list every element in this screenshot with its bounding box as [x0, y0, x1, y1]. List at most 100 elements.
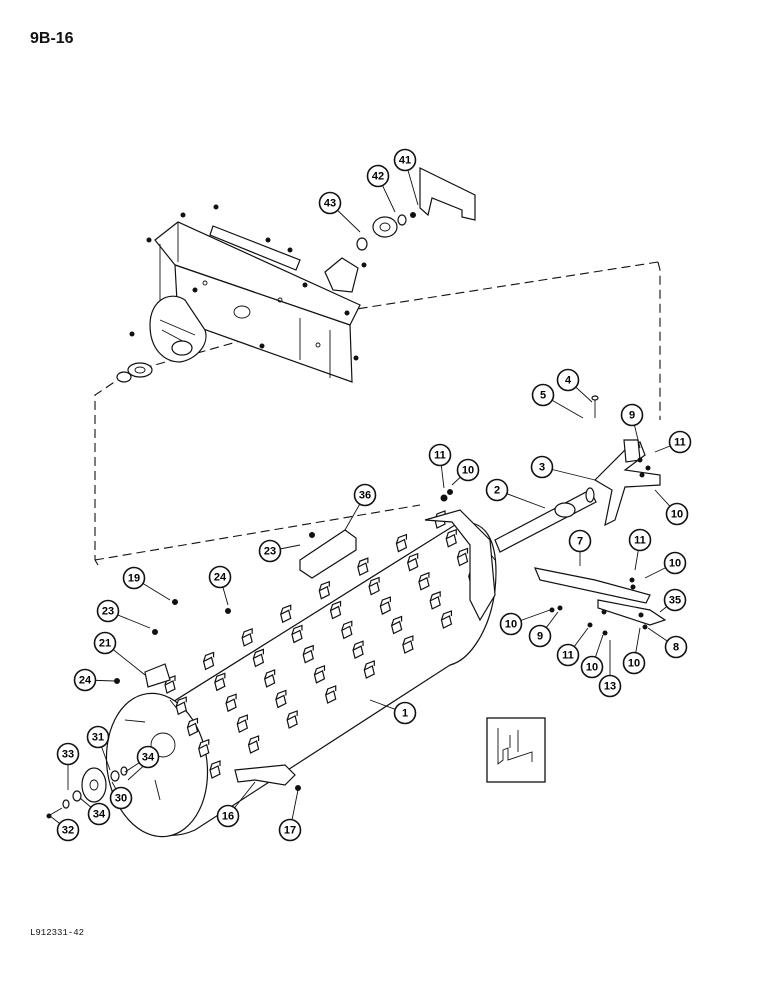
callout-31: 31 — [86, 725, 110, 749]
callout-circle — [528, 624, 552, 648]
callout-circle — [499, 612, 523, 636]
drum-tooth — [352, 640, 364, 660]
callout-label: 4 — [565, 375, 572, 387]
callout-7: 7 — [568, 529, 592, 553]
callout-10: 10 — [456, 458, 480, 482]
callout-42: 42 — [366, 164, 390, 188]
small-hardware — [114, 457, 651, 684]
drum-tooth — [275, 689, 287, 709]
callout-label: 11 — [434, 450, 446, 462]
drum-tooth — [402, 635, 414, 654]
callout-10: 10 — [663, 551, 687, 575]
callout-circle — [278, 818, 302, 842]
callout-circle — [665, 502, 689, 526]
drum-tooth — [368, 576, 380, 596]
drum-tooth — [291, 624, 303, 644]
shield-36 — [299, 529, 357, 579]
callout-label: 1 — [402, 708, 408, 720]
callout-circle — [531, 383, 555, 407]
callout-label: 10 — [628, 658, 640, 670]
callout-circle — [628, 528, 652, 552]
callout-circle — [366, 164, 390, 188]
drum-tooth — [252, 648, 265, 668]
drum-tooth — [363, 660, 375, 679]
callout-circle — [136, 745, 160, 769]
drum-end-flange — [424, 509, 496, 622]
callout-circle — [598, 674, 622, 698]
callout-9: 9 — [620, 403, 644, 427]
callout-label: 34 — [93, 809, 106, 821]
drum-tooth — [440, 610, 453, 629]
callout-label: 7 — [577, 536, 583, 548]
callout-label: 43 — [324, 198, 336, 210]
callout-3: 3 — [530, 455, 554, 479]
frame-bolts — [129, 204, 367, 361]
callout-circle — [556, 643, 580, 667]
callout-36: 36 — [353, 483, 377, 507]
callout-23: 23 — [258, 539, 282, 563]
drum-tooth — [445, 528, 457, 548]
callout-33: 33 — [56, 742, 80, 766]
callout-2: 2 — [485, 478, 509, 502]
callout-circle — [393, 148, 417, 172]
drum-tooth — [406, 552, 419, 572]
callout-21: 21 — [93, 631, 117, 655]
right-bracket-plate — [419, 167, 476, 221]
drum-tooth — [286, 710, 298, 729]
callout-label: 10 — [669, 558, 681, 570]
callout-label: 11 — [674, 437, 686, 449]
callout-label: 31 — [92, 732, 104, 744]
callout-10: 10 — [622, 651, 646, 675]
callout-circle — [428, 443, 452, 467]
callout-32: 32 — [56, 818, 80, 842]
callout-circle — [556, 368, 580, 392]
callout-circle — [93, 631, 117, 655]
callout-24: 24 — [73, 668, 97, 692]
drum-tooth — [241, 627, 253, 647]
spider-arm — [594, 439, 661, 527]
callout-label: 24 — [214, 572, 227, 584]
callout-circle — [530, 455, 554, 479]
drum-tooth — [247, 735, 260, 754]
callout-circle — [87, 802, 111, 826]
callout-circle — [668, 430, 692, 454]
callout-label: 16 — [222, 811, 234, 823]
callout-label: 11 — [634, 535, 646, 547]
callout-circle — [580, 655, 604, 679]
drum-tooth — [302, 644, 314, 664]
callout-circle — [258, 539, 282, 563]
drum-tooth — [236, 714, 249, 733]
drum-tooth — [198, 738, 210, 758]
callout-label: 33 — [62, 749, 74, 761]
callout-label: 36 — [359, 490, 371, 502]
callout-circle — [86, 725, 110, 749]
callout-label: 42 — [372, 171, 384, 183]
callout-circle — [663, 588, 687, 612]
callout-label: 11 — [562, 650, 574, 662]
callout-circle — [109, 786, 133, 810]
arm-bolt — [591, 395, 599, 418]
callout-label: 41 — [399, 155, 411, 167]
callout-circle — [216, 804, 240, 828]
callout-10: 10 — [580, 655, 604, 679]
drum-tooth — [175, 696, 187, 716]
drum-tooth — [214, 672, 226, 692]
callout-label: 23 — [264, 546, 276, 558]
callout-label: 30 — [115, 793, 127, 805]
callout-circle — [122, 566, 146, 590]
callout-1: 1 — [393, 701, 417, 725]
callout-label: 35 — [669, 595, 681, 607]
callout-11: 11 — [556, 643, 580, 667]
reference-inset-box — [486, 717, 546, 783]
callout-23: 23 — [96, 599, 120, 623]
frame-strap — [209, 225, 301, 271]
drum-tooth — [186, 717, 199, 737]
callout-16: 16 — [216, 804, 240, 828]
callout-circle — [73, 668, 97, 692]
drum-tooth — [202, 651, 215, 671]
page-number: 9B-16 — [30, 30, 74, 47]
callout-24: 24 — [208, 565, 232, 589]
drum-tooth — [313, 664, 326, 684]
callout-17: 17 — [278, 818, 302, 842]
